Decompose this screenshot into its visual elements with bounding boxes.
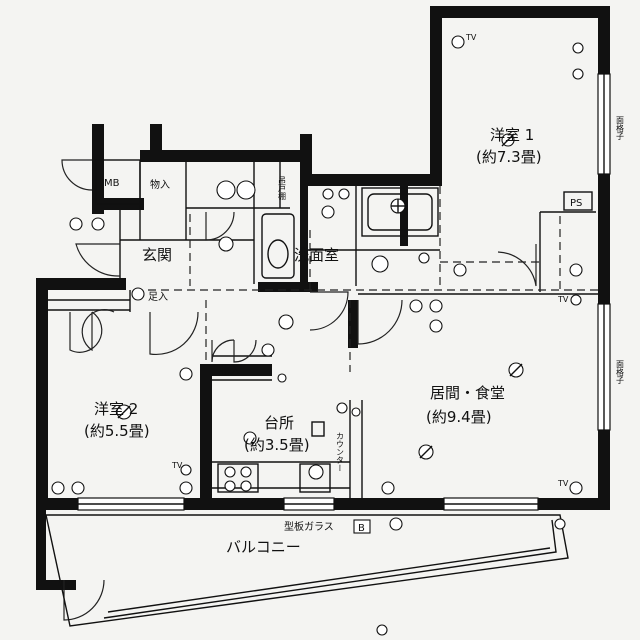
western1-area: (約7.3畳): [476, 148, 542, 166]
windows: [77, 73, 611, 511]
balcony-name: バルコニー: [226, 538, 301, 556]
kitchen-fixtures: [217, 421, 331, 493]
lattice2-label: 面格子: [616, 360, 625, 384]
ps-label: PS: [570, 198, 582, 209]
tv-label-2: TV: [557, 295, 569, 304]
room-labels: 洋室 1 (約7.3畳) 洋室 2 (約5.5畳) 居間・食堂 (約9.4畳) …: [84, 126, 542, 556]
doors: [61, 159, 537, 621]
living-name: 居間・食堂: [430, 384, 505, 402]
glass-label: 型板ガラス: [284, 520, 334, 533]
living-area: (約9.4畳): [426, 408, 492, 426]
tv-label-4: TV: [171, 461, 183, 470]
mb-label: MB: [104, 178, 120, 189]
annotation-labels: MB PS 物入 物入 足入 吊戸棚 カウンター 型板ガラス B 面格子 面格子…: [104, 33, 625, 534]
western2-area: (約5.5畳): [84, 422, 150, 440]
exterior-walls: [36, 6, 610, 590]
tv-label-1: TV: [465, 33, 477, 42]
tv-label-3: TV: [557, 479, 569, 488]
counter-label: カウンター: [336, 432, 345, 472]
interior-partitions: [48, 159, 598, 500]
bath-fixtures: [216, 180, 439, 279]
lattice1-label: 面格子: [616, 116, 625, 140]
kitchen-name: 台所: [264, 414, 294, 432]
storage2-label: 物入: [220, 364, 240, 377]
entrance-name: 玄関: [142, 246, 172, 264]
hanging-shelf-label: 吊戸棚: [278, 176, 287, 201]
western1-name: 洋室 1: [490, 126, 534, 144]
kitchen-area: (約3.5畳): [244, 436, 310, 454]
western2-name: 洋室 2: [94, 400, 138, 418]
glass-b-label: B: [358, 523, 365, 534]
ceiling-lines: [148, 186, 600, 372]
storage1-label: 物入: [150, 178, 170, 191]
electrical-symbols: [51, 35, 584, 636]
washroom-name: 洗面室: [294, 246, 339, 264]
shoe-storage-label: 足入: [148, 291, 168, 303]
balcony-outline: [45, 514, 569, 627]
